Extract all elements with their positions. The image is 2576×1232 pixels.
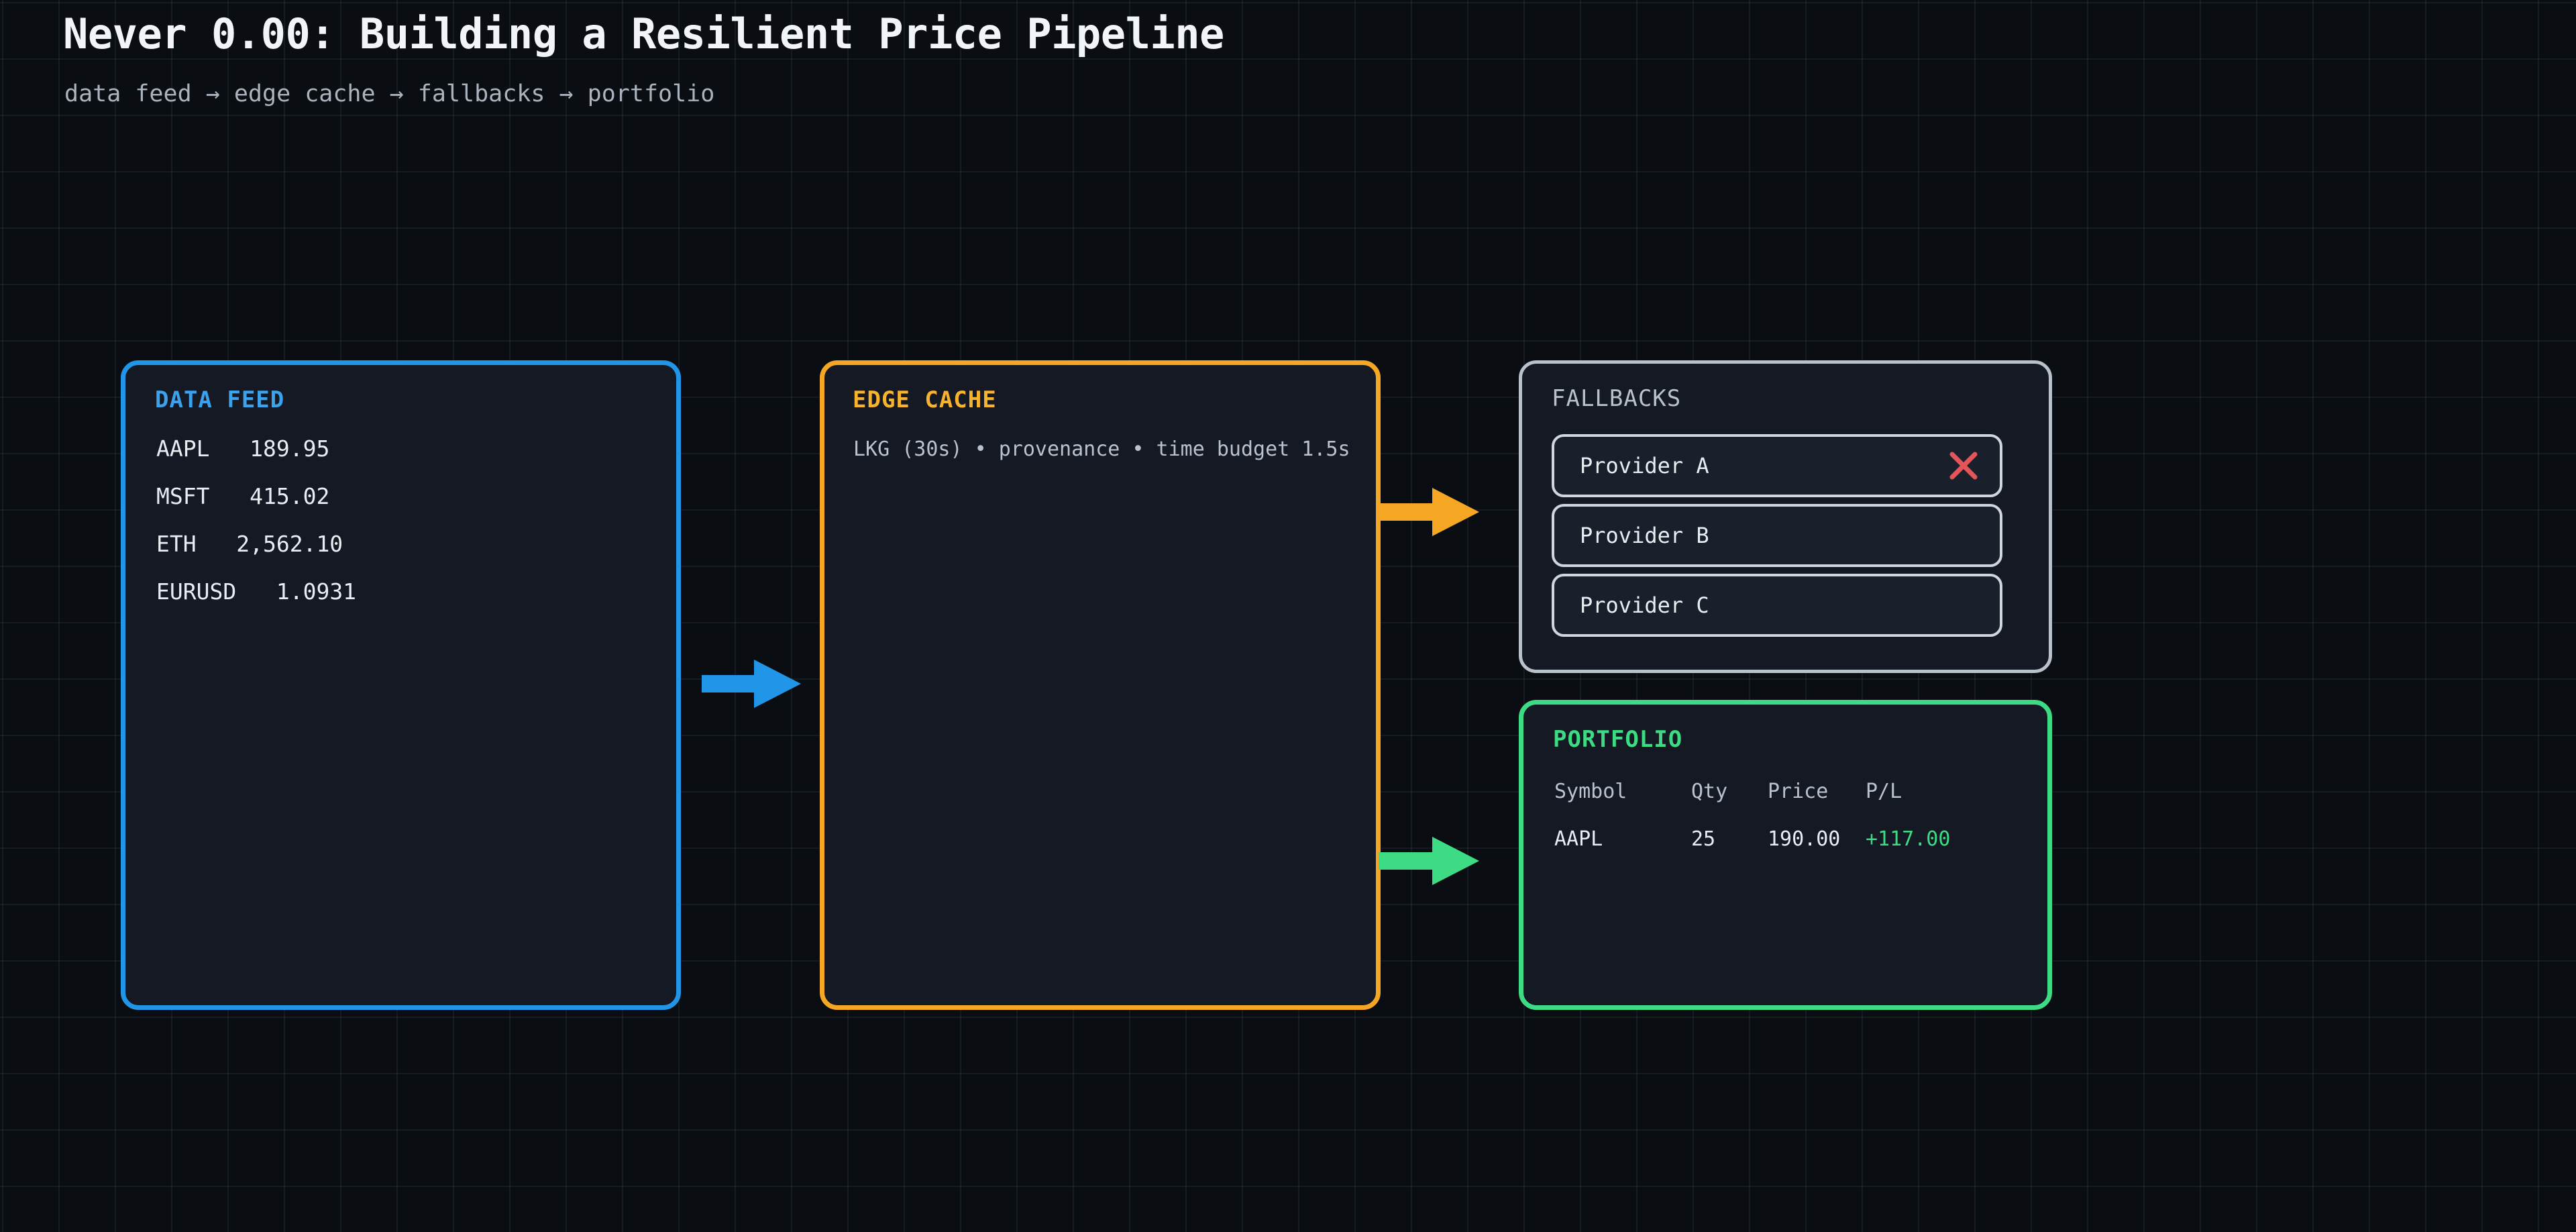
portfolio-row: AAPL 25 190.00 +117.00: [1554, 827, 2024, 875]
cell-pl: +117.00: [1866, 827, 1951, 851]
fallback-provider-c[interactable]: Provider C: [1552, 574, 2002, 637]
arrow-cache-to-fallbacks: [1379, 488, 1479, 536]
feed-symbol: AAPL: [156, 435, 210, 462]
cell-symbol: AAPL: [1554, 827, 1603, 851]
feed-row: MSFT 415.02: [156, 483, 329, 509]
column-header-symbol: Symbol: [1554, 780, 1627, 803]
column-header-qty: Qty: [1691, 780, 1728, 803]
fallbacks-title: FALLBACKS: [1552, 385, 1682, 412]
feed-symbol: MSFT: [156, 483, 210, 509]
page-title: Never 0.00: Building a Resilient Price P…: [63, 9, 1224, 58]
fallback-provider-a[interactable]: Provider A: [1552, 434, 2002, 497]
data-feed-panel: DATA FEED AAPL 189.95 MSFT 415.02 ETH 2,…: [121, 360, 681, 1010]
portfolio-panel: PORTFOLIO Symbol Qty Price P/L AAPL 25 1…: [1519, 700, 2052, 1010]
x-icon: [1949, 452, 1978, 480]
arrow-cache-to-portfolio: [1379, 837, 1479, 885]
feed-row: ETH 2,562.10: [156, 531, 343, 557]
feed-price: 2,562.10: [236, 531, 343, 557]
column-header-price: Price: [1768, 780, 1829, 803]
edge-cache-meta: LKG (30s) • provenance • time budget 1.5…: [853, 438, 1350, 461]
fallbacks-panel: FALLBACKS Provider A Provider B Provider…: [1519, 360, 2052, 673]
edge-cache-title: EDGE CACHE: [853, 387, 997, 413]
provider-label: Provider A: [1580, 453, 1709, 478]
column-header-pl: P/L: [1866, 780, 1902, 803]
arrow-feed-to-cache: [702, 660, 801, 708]
cell-qty: 25: [1691, 827, 1716, 851]
data-feed-title: DATA FEED: [155, 387, 285, 413]
provider-label: Provider C: [1580, 593, 1709, 618]
portfolio-title: PORTFOLIO: [1553, 726, 1683, 753]
portfolio-table: Symbol Qty Price P/L AAPL 25 190.00 +117…: [1554, 780, 2024, 875]
cell-price: 190.00: [1768, 827, 1841, 851]
page-subtitle: data feed → edge cache → fallbacks → por…: [64, 81, 715, 107]
feed-price: 189.95: [250, 435, 330, 462]
fallback-provider-b[interactable]: Provider B: [1552, 504, 2002, 567]
edge-cache-panel: EDGE CACHE LKG (30s) • provenance • time…: [820, 360, 1381, 1010]
feed-symbol: EURUSD: [156, 578, 237, 605]
provider-label: Provider B: [1580, 523, 1709, 548]
feed-price: 415.02: [250, 483, 330, 509]
portfolio-header-row: Symbol Qty Price P/L: [1554, 780, 2024, 827]
feed-symbol: ETH: [156, 531, 197, 557]
feed-price: 1.0931: [276, 578, 357, 605]
feed-row: AAPL 189.95: [156, 435, 329, 462]
feed-row: EURUSD 1.0931: [156, 578, 356, 605]
